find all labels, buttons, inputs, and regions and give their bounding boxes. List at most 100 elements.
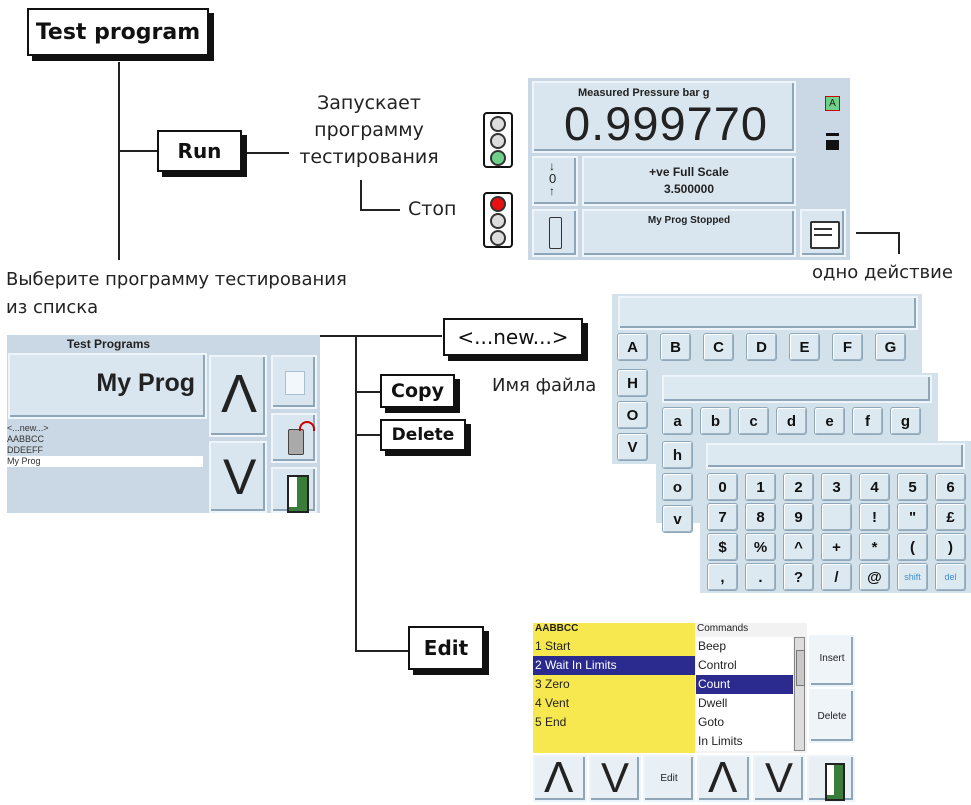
command-item[interactable]: Beep	[698, 639, 727, 653]
scroll-down-button[interactable]: V	[209, 441, 267, 513]
key-h[interactable]: h	[662, 441, 693, 469]
key-1[interactable]: 1	[745, 473, 776, 501]
steps-list[interactable]: 1 Start 2 Wait In Limits 3 Zero 4 Vent 5 End	[533, 637, 695, 732]
key-g[interactable]: g	[890, 407, 921, 435]
step-item-selected[interactable]: 2 Wait In Limits	[533, 656, 695, 675]
key-f[interactable]: f	[852, 407, 883, 435]
key-8[interactable]: 8	[745, 503, 776, 531]
key-o[interactable]: o	[662, 473, 693, 501]
key-$[interactable]: $	[707, 533, 738, 561]
key-blank[interactable]	[821, 503, 852, 531]
step-item[interactable]: 4 Vent	[535, 696, 570, 710]
key-*[interactable]: *	[859, 533, 890, 561]
key-O[interactable]: O	[617, 401, 648, 429]
list-item[interactable]: <...new...>	[7, 423, 49, 433]
key-E[interactable]: E	[789, 333, 820, 361]
key-e[interactable]: e	[814, 407, 845, 435]
program-list[interactable]: <...new...> AABBCC DDEEFF My Prog	[7, 423, 203, 467]
key-9[interactable]: 9	[783, 503, 814, 531]
key-shift[interactable]: shift	[897, 563, 928, 591]
selected-program: My Prog	[96, 369, 195, 397]
insert-button[interactable]: Insert	[809, 635, 855, 687]
scroll-up-button[interactable]: Λ	[209, 355, 267, 437]
command-item-selected[interactable]: Count	[696, 675, 793, 694]
one-action-label: одно действие	[812, 262, 953, 283]
list-item[interactable]: DDEEFF	[7, 445, 43, 455]
step-up-button[interactable]: Λ	[533, 753, 587, 802]
selected-program-panel[interactable]: My Prog	[8, 353, 207, 419]
edit-step-button[interactable]: Edit	[643, 755, 695, 802]
key-/[interactable]: /	[821, 563, 852, 591]
key-?[interactable]: ?	[783, 563, 814, 591]
key-%[interactable]: %	[745, 533, 776, 561]
pressure-reading-panel[interactable]: Measured Pressure bar g 0.999770	[532, 81, 796, 153]
filename-input-num[interactable]	[706, 443, 965, 469]
key-)[interactable]: )	[935, 533, 966, 561]
key-C[interactable]: C	[703, 333, 734, 361]
commands-scrollbar[interactable]	[794, 637, 805, 751]
exit-button[interactable]	[271, 467, 317, 513]
step-down-button[interactable]: V	[589, 754, 641, 802]
key-V[interactable]: V	[617, 433, 648, 461]
key-5[interactable]: 5	[897, 473, 928, 501]
key-,[interactable]: ,	[707, 563, 738, 591]
key-+[interactable]: +	[821, 533, 852, 561]
command-down-button[interactable]: V	[753, 754, 805, 802]
key-0[interactable]: 0	[707, 473, 738, 501]
full-scale-panel[interactable]: +ve Full Scale 3.500000	[582, 156, 796, 206]
key-4[interactable]: 4	[859, 473, 890, 501]
key-7[interactable]: 7	[707, 503, 738, 531]
filename-input[interactable]	[618, 296, 918, 330]
lock-icon	[826, 136, 839, 150]
down-arrow-icon: V	[223, 449, 257, 505]
filename-input-lower[interactable]	[662, 375, 932, 403]
action-menu-button[interactable]	[800, 209, 846, 257]
key-3[interactable]: 3	[821, 473, 852, 501]
key-6[interactable]: 6	[935, 473, 966, 501]
list-item[interactable]: AABBCC	[7, 434, 45, 444]
scroll-thumb[interactable]	[796, 650, 805, 686]
edit-box: Edit	[408, 626, 484, 670]
key-"[interactable]: "	[897, 503, 928, 531]
one-action-v-line	[898, 232, 900, 254]
step-item[interactable]: 5 End	[535, 715, 567, 729]
key-A[interactable]: A	[617, 333, 648, 361]
key-D[interactable]: D	[746, 333, 777, 361]
key-b[interactable]: b	[700, 407, 731, 435]
command-item[interactable]: Dwell	[698, 696, 728, 710]
command-item[interactable]: Goto	[698, 715, 725, 729]
key-B[interactable]: B	[660, 333, 691, 361]
key-F[interactable]: F	[832, 333, 863, 361]
key-£[interactable]: £	[935, 503, 966, 531]
key-2[interactable]: 2	[783, 473, 814, 501]
step-item[interactable]: 1 Start	[535, 639, 571, 653]
copy-icon	[285, 371, 305, 395]
command-item[interactable]: In Limits	[698, 734, 743, 748]
zero-button[interactable]: ↓ 0 ↑	[532, 156, 578, 206]
step-item[interactable]: 3 Zero	[535, 677, 570, 691]
key-G[interactable]: G	[875, 333, 906, 361]
copy-icon-button[interactable]	[271, 355, 317, 409]
key-.[interactable]: .	[745, 563, 776, 591]
key-^[interactable]: ^	[783, 533, 814, 561]
key-v[interactable]: v	[662, 505, 693, 533]
delete-button[interactable]: Delete	[809, 689, 855, 743]
key-H[interactable]: H	[617, 369, 648, 397]
traffic-light-button[interactable]	[532, 209, 578, 257]
key-del[interactable]: del	[935, 563, 966, 591]
run-box: Run	[157, 130, 242, 172]
edit-branch-line	[355, 650, 408, 652]
key-([interactable]: (	[897, 533, 928, 561]
key-d[interactable]: d	[776, 407, 807, 435]
command-up-button[interactable]: Λ	[697, 753, 751, 802]
command-item[interactable]: Control	[698, 658, 737, 672]
delete-icon-button[interactable]	[271, 413, 317, 463]
key-a[interactable]: a	[662, 407, 693, 435]
key-@[interactable]: @	[859, 563, 890, 591]
list-item-selected[interactable]: My Prog	[7, 456, 203, 467]
key-c[interactable]: c	[738, 407, 769, 435]
key-![interactable]: !	[859, 503, 890, 531]
exit-button[interactable]	[807, 755, 855, 802]
